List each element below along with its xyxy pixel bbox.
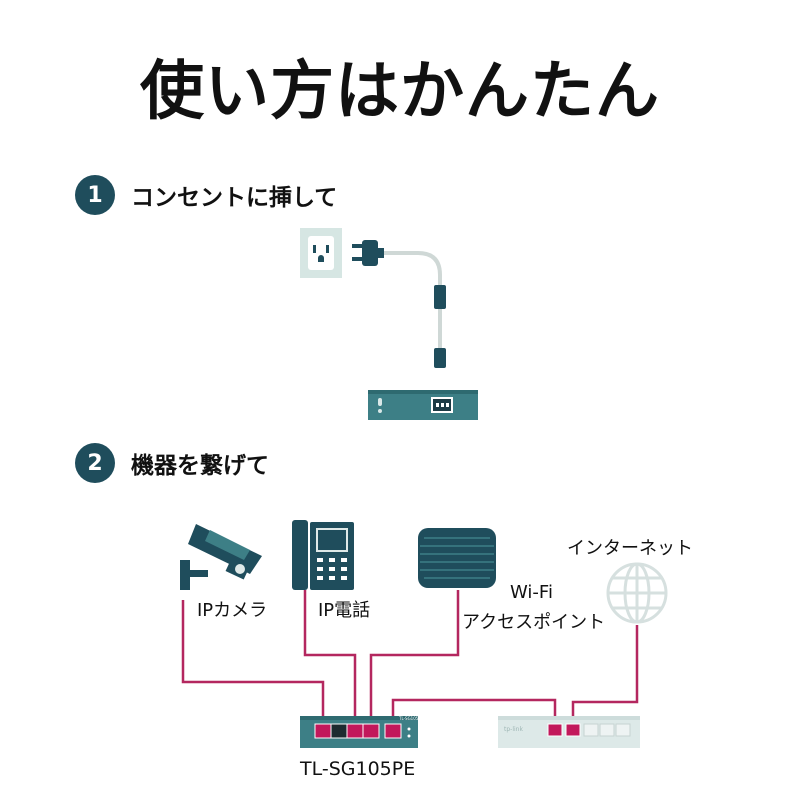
step-number-2: 2 <box>75 443 115 483</box>
ip-camera-icon <box>180 524 262 590</box>
ferrite-core-icon <box>434 285 446 309</box>
power-plug-icon <box>352 240 384 266</box>
page-title: 使い方はかんたん <box>140 55 660 129</box>
cable-internet <box>571 625 639 722</box>
internet-label: インターネット <box>567 538 693 559</box>
step-number-1: 1 <box>75 175 115 215</box>
wifi-ap-label-line1: Wi-Fi <box>510 582 553 603</box>
wall-outlet-icon <box>300 228 342 278</box>
ip-phone-icon <box>292 520 354 590</box>
ip-phone-label: IP電話 <box>318 600 371 621</box>
wifi-ap-label-line2: アクセスポイント <box>462 612 606 633</box>
ip-camera-label: IPカメラ <box>197 600 268 621</box>
router-brand: tp-link <box>504 726 523 733</box>
step-label-2: 機器を繋げて <box>131 453 269 479</box>
switch-rear-icon <box>368 390 478 420</box>
cable-phone <box>303 590 357 722</box>
internet-globe-icon <box>606 562 668 624</box>
cable-router <box>391 698 557 722</box>
ethernet-cables <box>181 590 639 722</box>
cable-access-point <box>369 590 460 722</box>
router-icon: tp-link <box>498 716 640 748</box>
step-1: 1 コンセントに挿して <box>75 175 337 215</box>
switch-front-icon: TL-SG105PE <box>300 716 424 748</box>
step-label-1: コンセントに挿して <box>131 185 338 211</box>
wifi-access-point-icon <box>418 528 496 588</box>
power-connector-icon <box>434 348 446 368</box>
step-2: 2 機器を繋げて <box>75 443 269 483</box>
power-cable <box>384 251 442 290</box>
cable-camera <box>181 600 325 722</box>
switch-badge: TL-SG105PE <box>398 716 424 721</box>
switch-model-label: TL-SG105PE <box>300 758 416 780</box>
